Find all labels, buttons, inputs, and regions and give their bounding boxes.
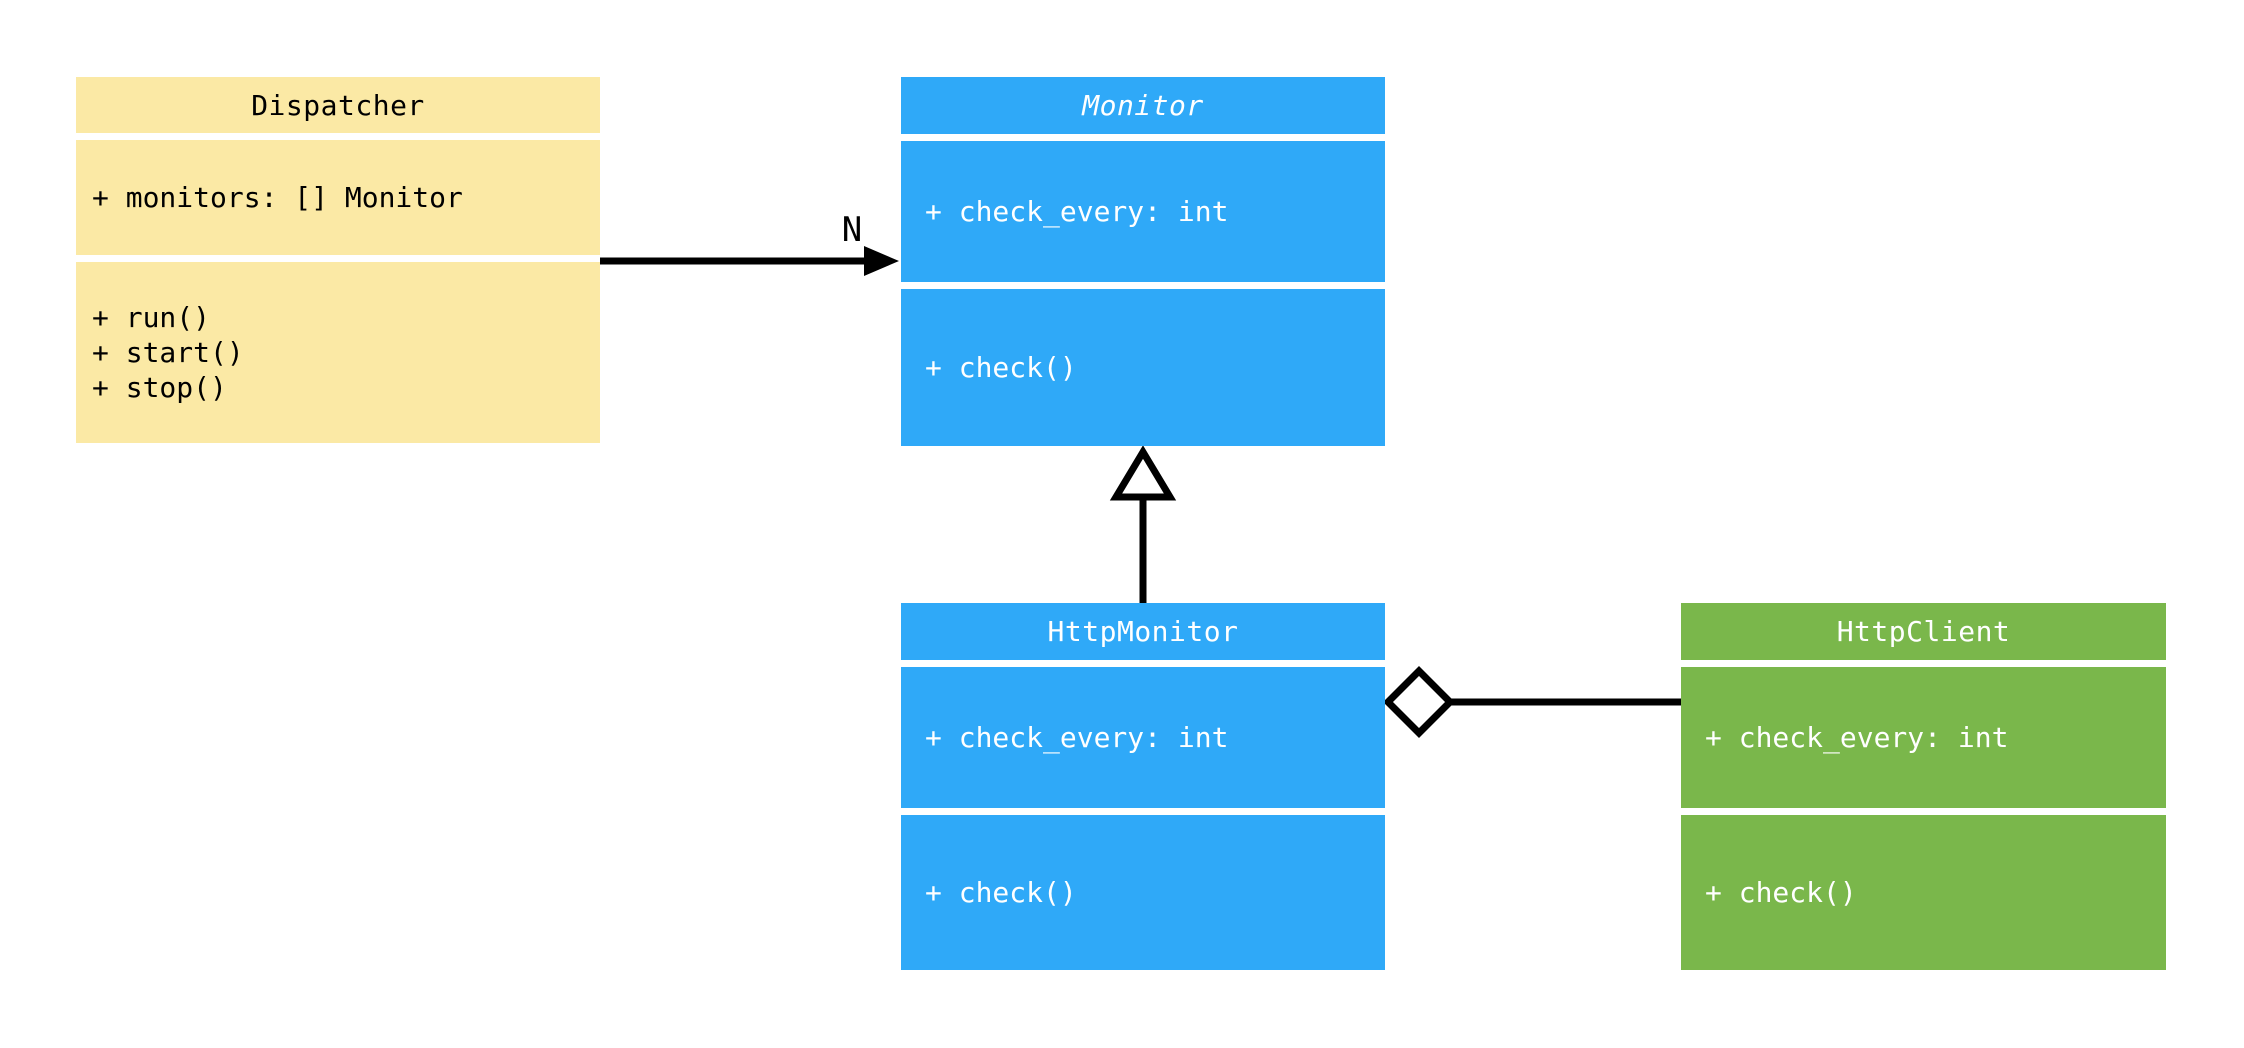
association-arrow-dispatcher-monitor: [600, 246, 899, 276]
class-dispatcher-title: Dispatcher: [76, 77, 600, 133]
class-monitor-methods: + check(): [901, 289, 1385, 446]
attribute-line: + monitors: [] Monitor: [92, 181, 463, 214]
class-dispatcher-methods: + run() + start() + stop(): [76, 262, 600, 443]
hollow-diamond-icon: [1383, 666, 1455, 738]
attribute-line: + check_every: int: [925, 195, 1229, 228]
class-httpmonitor-title: HttpMonitor: [901, 603, 1385, 660]
aggregation-connector-httpmonitor-httpclient: [1383, 666, 1681, 738]
attribute-line: + check_every: int: [1705, 721, 2009, 754]
association-multiplicity-label: N: [841, 210, 863, 250]
attribute-line: + check_every: int: [925, 721, 1229, 754]
hollow-triangle-icon: [1109, 445, 1177, 501]
method-line: + check(): [925, 351, 1077, 384]
class-httpclient: HttpClient + check_every: int + check(): [1681, 603, 2166, 970]
class-httpmonitor: HttpMonitor + check_every: int + check(): [901, 603, 1385, 970]
class-httpclient-title: HttpClient: [1681, 603, 2166, 660]
inheritance-arrow-httpmonitor-monitor: [1109, 445, 1177, 603]
method-line: + check(): [1705, 876, 1857, 909]
method-line: + check(): [925, 876, 1077, 909]
class-httpclient-methods: + check(): [1681, 815, 2166, 970]
filled-arrowhead-icon: [864, 246, 899, 276]
class-monitor-title: Monitor: [901, 77, 1385, 134]
class-monitor: Monitor + check_every: int + check(): [901, 77, 1385, 446]
class-httpmonitor-methods: + check(): [901, 815, 1385, 970]
method-line: + run(): [92, 301, 211, 334]
class-dispatcher-attributes: + monitors: [] Monitor: [76, 140, 600, 255]
class-dispatcher: Dispatcher + monitors: [] Monitor + run(…: [76, 77, 600, 443]
method-line: + stop(): [92, 371, 227, 404]
class-httpmonitor-attributes: + check_every: int: [901, 667, 1385, 808]
method-line: + start(): [92, 336, 244, 369]
class-monitor-attributes: + check_every: int: [901, 141, 1385, 282]
class-httpclient-attributes: + check_every: int: [1681, 667, 2166, 808]
